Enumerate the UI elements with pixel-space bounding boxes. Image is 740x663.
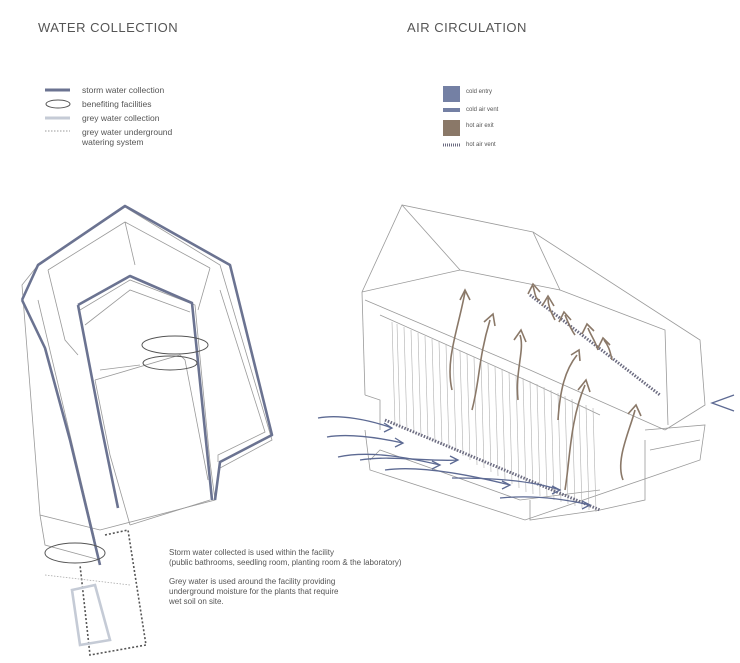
hot-air-arrows	[449, 282, 642, 491]
legend-cold-entry-swatch	[443, 86, 460, 102]
legend-hot-exit-label: hot air exit	[466, 123, 494, 129]
underground-watering-system	[79, 529, 147, 656]
grey-note-line-3: wet soil on site.	[169, 597, 224, 606]
storm-note-line-2: (public bathrooms, seedling room, planti…	[169, 558, 402, 567]
storm-note-line-1: Storm water collected is used within the…	[169, 548, 334, 557]
facility-ellipse	[44, 542, 106, 564]
facility-ellipse	[142, 355, 198, 371]
legend-storm-label: storm water collection	[82, 85, 165, 95]
hot-air-vent	[529, 293, 661, 397]
grey-water-collection	[70, 583, 112, 647]
grey-note-line-1: Grey water is used around the facility p…	[169, 577, 336, 586]
legend-hot-exit-swatch	[443, 120, 460, 136]
legend-cold-vent-swatch	[443, 108, 460, 112]
air-building	[361, 204, 706, 521]
legend-facilities-swatch	[45, 99, 71, 109]
legend-underground-label-2: watering system	[82, 137, 144, 147]
legend-cold-vent-label: cold air vent	[466, 107, 499, 113]
legend-hot-vent-label: hot air vent	[466, 142, 496, 148]
legend-cold-entry-label: cold entry	[466, 89, 493, 95]
air-circulation-title: AIR CIRCULATION	[407, 20, 527, 35]
water-building	[21, 206, 273, 561]
storm-water-line	[20, 204, 274, 566]
cold-entry-arrows	[317, 394, 735, 510]
legend-underground-label-1: grey water underground	[82, 127, 173, 137]
grey-note-line-2: underground moisture for the plants that…	[169, 587, 339, 596]
facility-ellipse	[141, 335, 209, 355]
water-collection-title: WATER COLLECTION	[38, 20, 179, 35]
louvers	[391, 321, 597, 513]
legend-facilities-label: benefiting facilities	[82, 99, 152, 109]
legend-grey-label: grey water collection	[82, 113, 160, 123]
